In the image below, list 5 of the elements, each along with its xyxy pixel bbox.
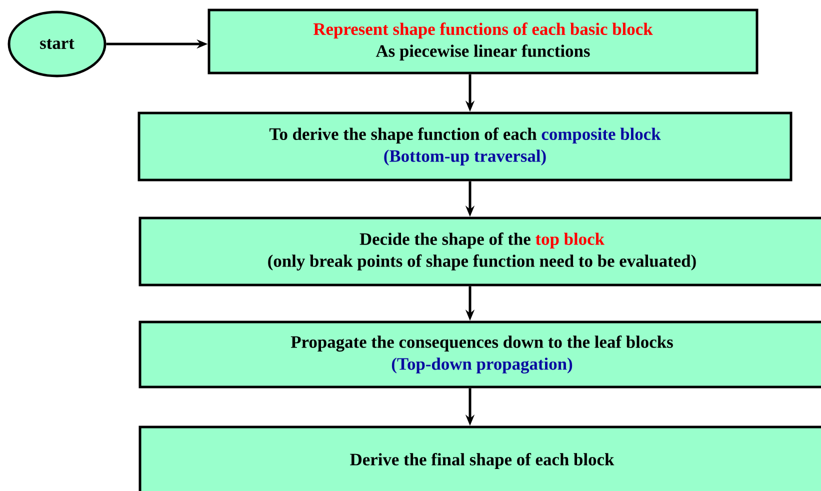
process-box: To derive the shape function of each composite block (Bottom-up traversal) [138, 112, 792, 182]
process-box: Represent shape functions of each basic block As piecewise linear functions [208, 8, 758, 74]
process-box: Derive the final shape of each block [138, 426, 821, 491]
process-box: Propagate the consequences down to the leaf blocks (Top-down propagation) [138, 320, 821, 388]
process-box: Decide the shape of the top block (only break points of shape function need to be evaluated) [138, 216, 821, 286]
